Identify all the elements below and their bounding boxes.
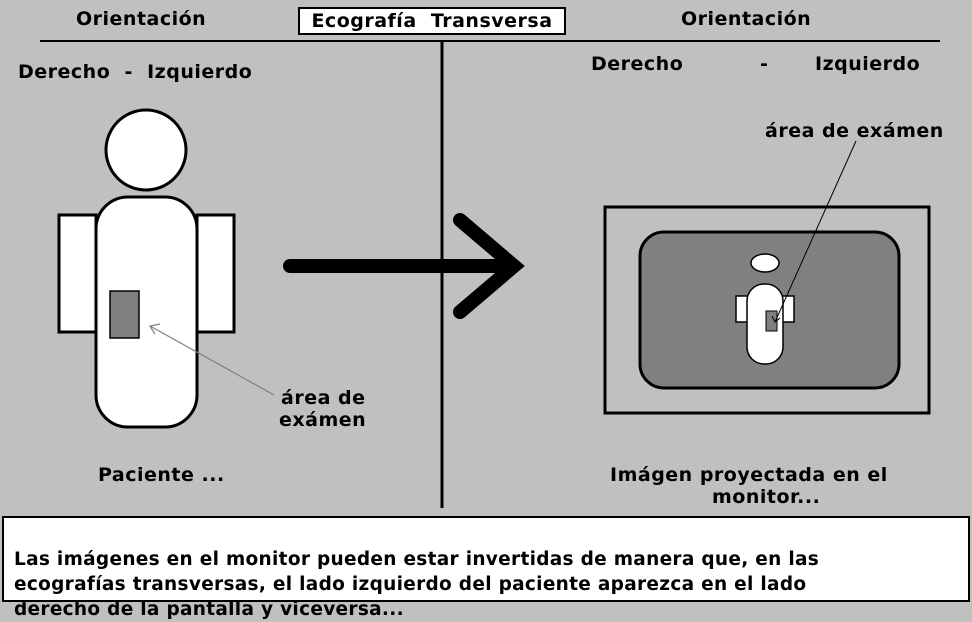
monitor-caption-line1: Imágen proyectada en el bbox=[610, 464, 888, 486]
right-orientation-right: Izquierdo bbox=[815, 53, 921, 75]
patient-figure bbox=[57, 108, 236, 429]
diagram-title: Ecografía Transversa bbox=[298, 7, 566, 35]
monitor-exam-pointer-head bbox=[771, 315, 781, 323]
mini-patient-right-arm bbox=[735, 295, 749, 323]
patient-left-arm bbox=[195, 213, 236, 334]
patient-exam-pointer bbox=[149, 325, 275, 396]
patient-body bbox=[94, 195, 199, 429]
diagram-title-text: Ecografía Transversa bbox=[311, 10, 553, 32]
patient-exam-label-line2: exámen bbox=[279, 409, 367, 431]
monitor-exam-pointer bbox=[774, 140, 857, 323]
monitor bbox=[603, 205, 931, 415]
left-orientation: Derecho - Izquierdo bbox=[18, 61, 253, 83]
monitor-caption-line2: monitor... bbox=[712, 486, 821, 508]
patient-head bbox=[104, 108, 188, 192]
patient-exam-area bbox=[109, 290, 140, 339]
explanation-box: Las imágenes en el monitor pueden estar … bbox=[2, 516, 970, 620]
patient-exam-pointer-head bbox=[149, 323, 161, 335]
mini-patient-left-arm bbox=[781, 295, 795, 323]
diagram-canvas bbox=[40, 40, 940, 508]
patient-caption: Paciente ... bbox=[98, 464, 225, 486]
left-orientation-header: Orientación bbox=[76, 8, 207, 30]
monitor-exam-label: área de exámen bbox=[765, 120, 944, 142]
mini-patient-body bbox=[746, 283, 784, 365]
mini-patient-head bbox=[750, 253, 780, 273]
right-orientation-left: Derecho bbox=[591, 53, 684, 75]
right-orientation-dash: - bbox=[760, 53, 769, 75]
explanation-text: Las imágenes en el monitor pueden estar … bbox=[14, 549, 820, 620]
patient-exam-label-line1: área de bbox=[281, 387, 366, 409]
right-orientation-header: Orientación bbox=[681, 8, 812, 30]
direction-arrow bbox=[283, 213, 525, 319]
patient-right-arm bbox=[57, 213, 98, 334]
